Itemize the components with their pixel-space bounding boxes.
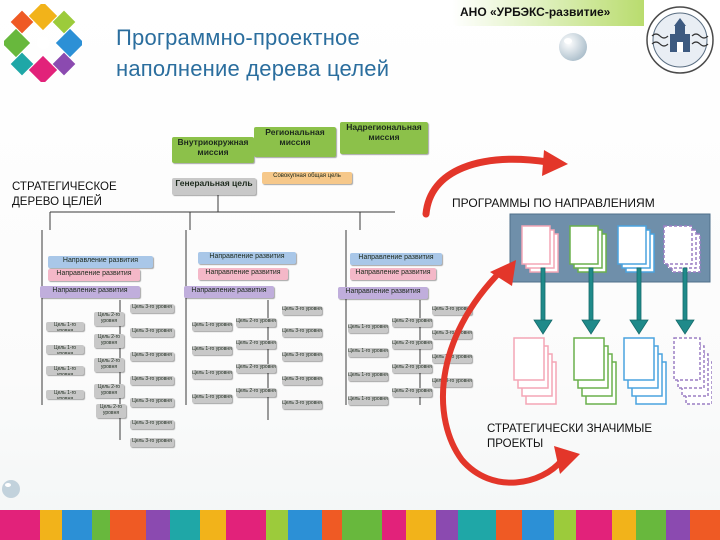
- goal-level-3-node: Цель 3-го уровня: [130, 376, 174, 385]
- goal-level-1-node: Цель 1-го уровня: [348, 348, 388, 357]
- mission-node: Надрегиональная миссия: [340, 122, 428, 154]
- goal-level-2-node: Цель 2-го уровня: [94, 312, 124, 326]
- direction-node: Направление развития: [198, 268, 288, 280]
- goal-level-2-node: Цель 2-го уровня: [392, 318, 432, 327]
- goal-level-1-node: Цель 1-го уровня: [348, 324, 388, 333]
- goal-level-3-node: Цель 3-го уровня: [432, 330, 472, 339]
- goal-level-2-node: Цель 2-го уровня: [236, 318, 276, 327]
- strategic-tree-label-line-2: ДЕРЕВО ЦЕЛЕЙ: [12, 196, 102, 208]
- goal-level-3-node: Цель 3-го уровня: [432, 306, 472, 315]
- red-curved-arrow-top-icon: [422, 150, 568, 218]
- goal-level-1-node: Цель 1-го уровня: [46, 366, 84, 375]
- goal-level-3-node: Цель 3-го уровня: [282, 376, 322, 385]
- goal-level-3-node: Цель 3-го уровня: [130, 352, 174, 361]
- strategic-tree-label-line-1: СТРАТЕГИЧЕСКОЕ: [12, 181, 117, 193]
- droplet-icon: [559, 33, 587, 61]
- goal-level-1-node: Цель 1-го уровня: [348, 396, 388, 405]
- strategic-tree-label: СТРАТЕГИЧЕСКОЕ ДЕРЕВО ЦЕЛЕЙ: [12, 180, 162, 210]
- goal-level-2-node: Цель 2-го уровня: [94, 334, 124, 348]
- droplet-icon: [2, 480, 20, 498]
- projects-label: СТРАТЕГИЧЕСКИ ЗНАЧИМЫЕ ПРОЕКТЫ: [487, 422, 707, 452]
- goal-level-1-node: Цель 1-го уровня: [192, 346, 232, 355]
- goal-level-1-node: Цель 1-го уровня: [192, 394, 232, 403]
- project-stack-green: [573, 337, 617, 405]
- goal-level-2-node: Цель 2-го уровня: [94, 384, 124, 398]
- program-stack-blue: [617, 225, 655, 273]
- teal-down-arrows-icon: [533, 267, 695, 335]
- program-stack-green: [569, 225, 607, 273]
- cumulative-goal-node: Совокупная общая цель: [262, 172, 352, 184]
- goal-level-1-node: Цель 1-го уровня: [192, 370, 232, 379]
- title-line-1: Программно-проектное: [116, 25, 360, 50]
- direction-node: Направление развития: [350, 268, 436, 280]
- mission-node: Внутриокружная миссия: [172, 137, 254, 163]
- red-curved-arrow-bottom-icon: [440, 260, 580, 486]
- goal-level-2-node: Цель 2-го уровня: [236, 388, 276, 397]
- project-stack-blue: [623, 337, 667, 405]
- goal-level-1-node: Цель 1-го уровня: [46, 345, 84, 354]
- goal-level-2-node: Цель 2-го уровня: [392, 364, 432, 373]
- goal-level-3-node: Цель 3-го уровня: [130, 328, 174, 337]
- goal-level-1-node: Цель 1-го уровня: [46, 390, 84, 399]
- title-line-2: наполнение дерева целей: [116, 56, 390, 81]
- goal-level-3-node: Цель 3-го уровня: [130, 420, 174, 429]
- goal-level-2-node: Цель 2-го уровня: [392, 340, 432, 349]
- projects-label-line-2: ПРОЕКТЫ: [487, 438, 544, 450]
- goal-level-3-node: Цель 3-го уровня: [282, 400, 322, 409]
- organization-name: АНО «УРБЭКС-развитие»: [460, 5, 611, 19]
- projects-label-line-1: СТРАТЕГИЧЕСКИ ЗНАЧИМЫЕ: [487, 423, 652, 435]
- direction-node: Направление развития: [48, 256, 153, 268]
- direction-node: Направление развития: [350, 253, 442, 265]
- goal-level-2-node: Цель 2-го уровня: [392, 388, 432, 397]
- direction-node: Направление развития: [184, 286, 274, 298]
- program-stack-purple: [663, 225, 701, 273]
- goal-level-3-node: Цель 3-го уровня: [282, 306, 322, 315]
- organization-emblem-icon: [646, 6, 714, 74]
- direction-node: Направление развития: [40, 286, 140, 298]
- goal-level-1-node: Цель 1-го уровня: [46, 322, 84, 331]
- mission-node: Региональная миссия: [254, 127, 336, 157]
- goal-level-2-node: Цель 2-го уровня: [236, 340, 276, 349]
- project-stack-purple: [673, 337, 712, 405]
- goal-level-2-node: Цель 2-го уровня: [236, 364, 276, 373]
- goal-level-3-node: Цель 3-го уровня: [282, 352, 322, 361]
- programs-panel: [509, 213, 712, 405]
- goal-level-3-node: Цель 3-го уровня: [432, 378, 472, 387]
- goal-level-3-node: Цель 3-го уровня: [130, 304, 174, 313]
- goal-level-2-node: Цель 2-го уровня: [96, 404, 126, 418]
- direction-node: Направление развития: [338, 287, 428, 299]
- project-stack-pink: [513, 337, 557, 405]
- program-stack-pink: [521, 225, 559, 273]
- decorative-color-strip: [0, 510, 720, 540]
- goal-level-3-node: Цель 3-го уровня: [282, 328, 322, 337]
- goal-level-3-node: Цель 3-го уровня: [130, 398, 174, 407]
- goal-level-3-node: Цель 3-го уровня: [432, 354, 472, 363]
- goal-level-3-node: Цель 3-го уровня: [130, 438, 174, 447]
- direction-node: Направление развития: [48, 269, 140, 281]
- direction-node: Направление развития: [198, 252, 296, 264]
- programs-label: ПРОГРАММЫ ПО НАПРАВЛЕНИЯМ: [452, 196, 655, 210]
- goal-level-2-node: Цель 2-го уровня: [94, 358, 124, 372]
- page-title: Программно-проектное наполнение дерева ц…: [116, 22, 446, 84]
- flower-logo-icon: [4, 4, 82, 82]
- organization-banner: [452, 0, 644, 26]
- general-goal-node: Генеральная цель: [172, 178, 256, 195]
- goal-level-1-node: Цель 1-го уровня: [348, 372, 388, 381]
- goal-level-1-node: Цель 1-го уровня: [192, 322, 232, 331]
